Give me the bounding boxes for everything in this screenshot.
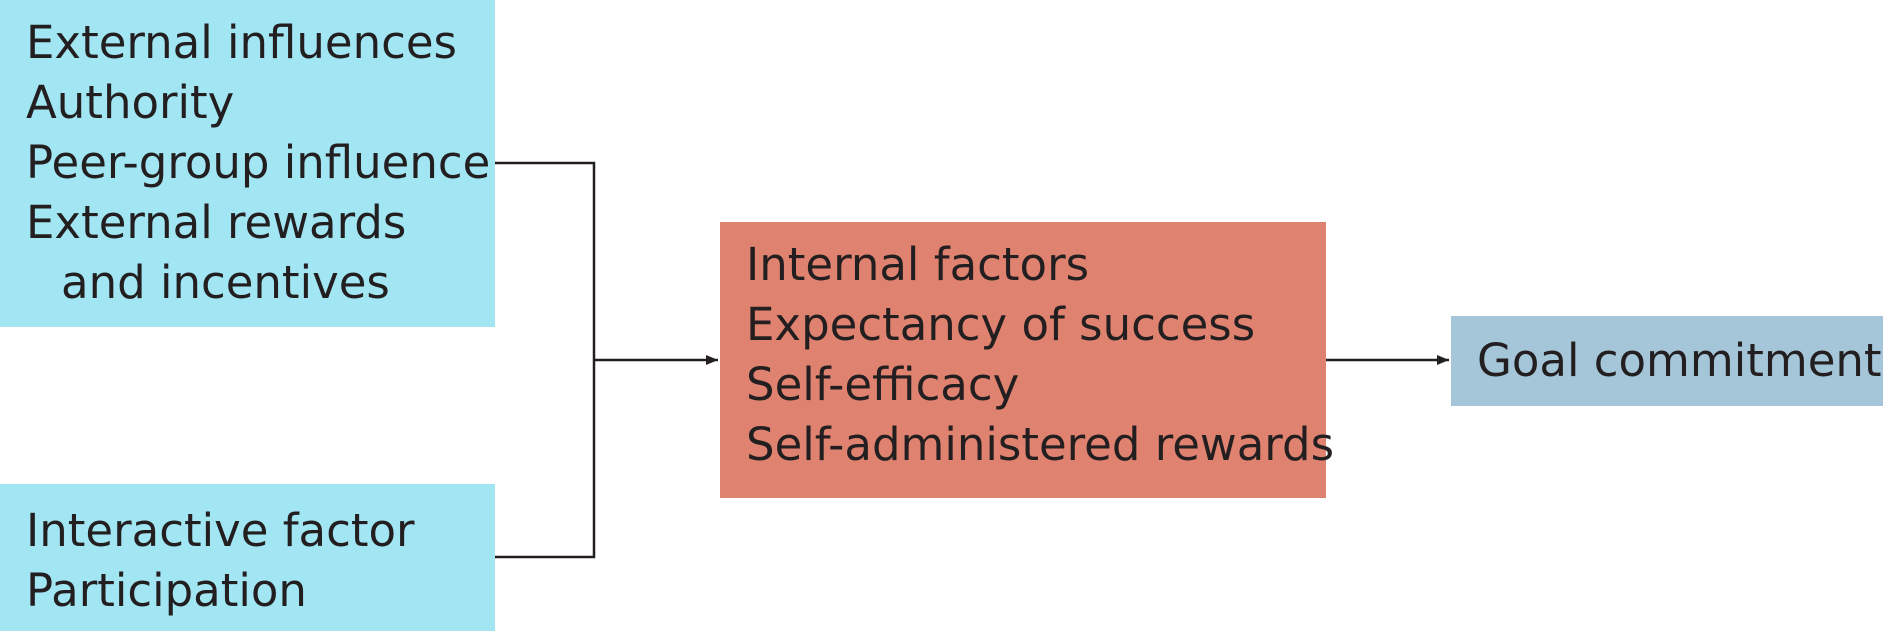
internal-item-self-efficacy: Self-efficacy	[746, 358, 1020, 411]
external-item-authority: Authority	[26, 76, 235, 129]
external-item-rewards-continued: and incentives	[61, 256, 390, 309]
goal-label: Goal commitment	[1477, 334, 1882, 387]
internal-item-self-rewards: Self-administered rewards	[746, 418, 1335, 471]
external-influences-box: External influences Authority Peer-group…	[0, 0, 495, 327]
internal-heading: Internal factors	[746, 238, 1090, 291]
connector-interactive-to-junction	[495, 360, 596, 559]
goal-commitment-box: Goal commitment	[1451, 316, 1883, 406]
interactive-heading: Interactive factor	[26, 504, 415, 557]
external-heading: External influences	[26, 16, 457, 69]
external-item-rewards: External rewards	[26, 196, 407, 249]
connector-external-to-junction	[495, 161, 596, 360]
interactive-factor-box: Interactive factor Participation	[0, 484, 495, 631]
internal-item-expectancy: Expectancy of success	[746, 298, 1256, 351]
internal-factors-box: Internal factors Expectancy of success S…	[720, 222, 1335, 498]
external-item-peer-group: Peer-group influence	[26, 136, 491, 189]
interactive-item-participation: Participation	[26, 564, 307, 617]
